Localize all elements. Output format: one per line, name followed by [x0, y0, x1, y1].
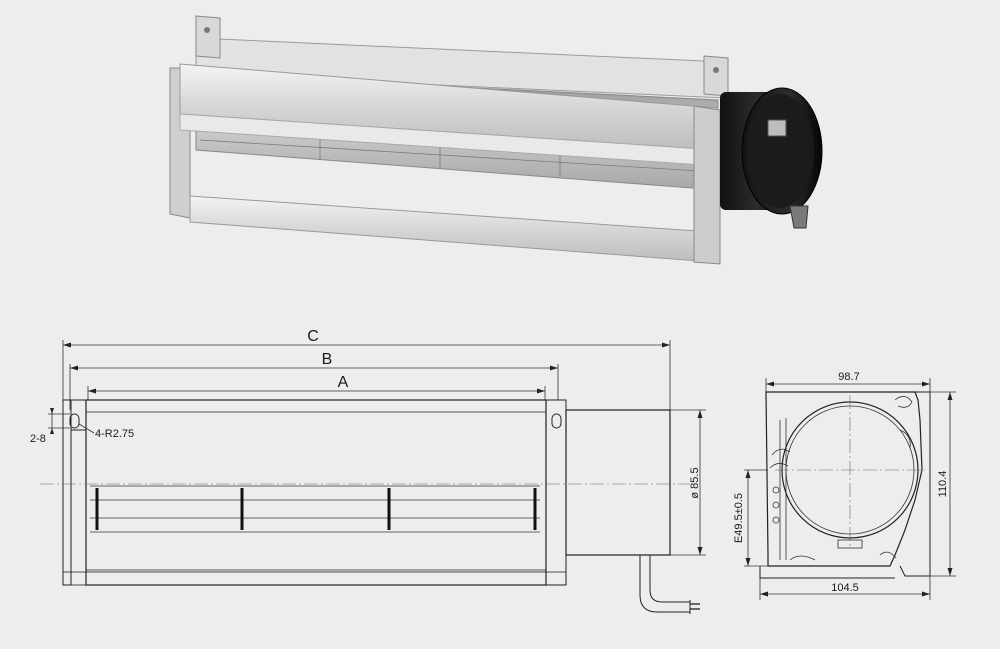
dim-label-b: B [322, 351, 333, 368]
dim-outlet: E49.5±0.5 [733, 493, 745, 543]
dimension-line-b [70, 365, 558, 371]
dimension-line-a [88, 388, 545, 394]
mount-tab-right [703, 55, 729, 97]
radius-leader [78, 423, 95, 434]
hole-spacing-dimension [48, 408, 70, 434]
dim-height: 110.4 [937, 471, 949, 498]
motor-cable [639, 555, 700, 614]
front-housing-outline [62, 399, 671, 586]
top-width-dimension [765, 378, 931, 392]
motor-render [720, 87, 823, 229]
terminal-icon [767, 119, 787, 137]
dim-motor-diameter: ø 85.5 [689, 467, 701, 498]
bottom-width-dimension [759, 576, 931, 600]
dim-label-c: C [307, 328, 319, 345]
side-housing-outline [759, 391, 931, 579]
dimension-line-c [63, 342, 670, 348]
height-dimension [930, 391, 956, 577]
scroll-tongue [769, 396, 913, 561]
housing-bottom [189, 195, 713, 263]
dim-label-a: A [338, 374, 349, 391]
impeller-blades [90, 485, 540, 533]
dim-top-width: 98.7 [838, 371, 859, 383]
motor-diameter-dimension [670, 409, 706, 556]
side-view-drawing: 98.7 [733, 371, 956, 600]
front-view-drawing: C B A [30, 328, 706, 614]
mounting-slot-left [69, 413, 80, 429]
dim-hole-spacing: 2-8 [30, 433, 46, 445]
mounting-slot-right [551, 413, 562, 429]
mount-tab-left [195, 15, 221, 59]
front-motor-outline [565, 409, 671, 556]
outlet-dimension [744, 469, 768, 567]
dim-corner-radius: 4-R2.75 [95, 428, 134, 440]
dim-bottom-width: 104.5 [831, 582, 859, 594]
fan-product-render [169, 15, 823, 265]
